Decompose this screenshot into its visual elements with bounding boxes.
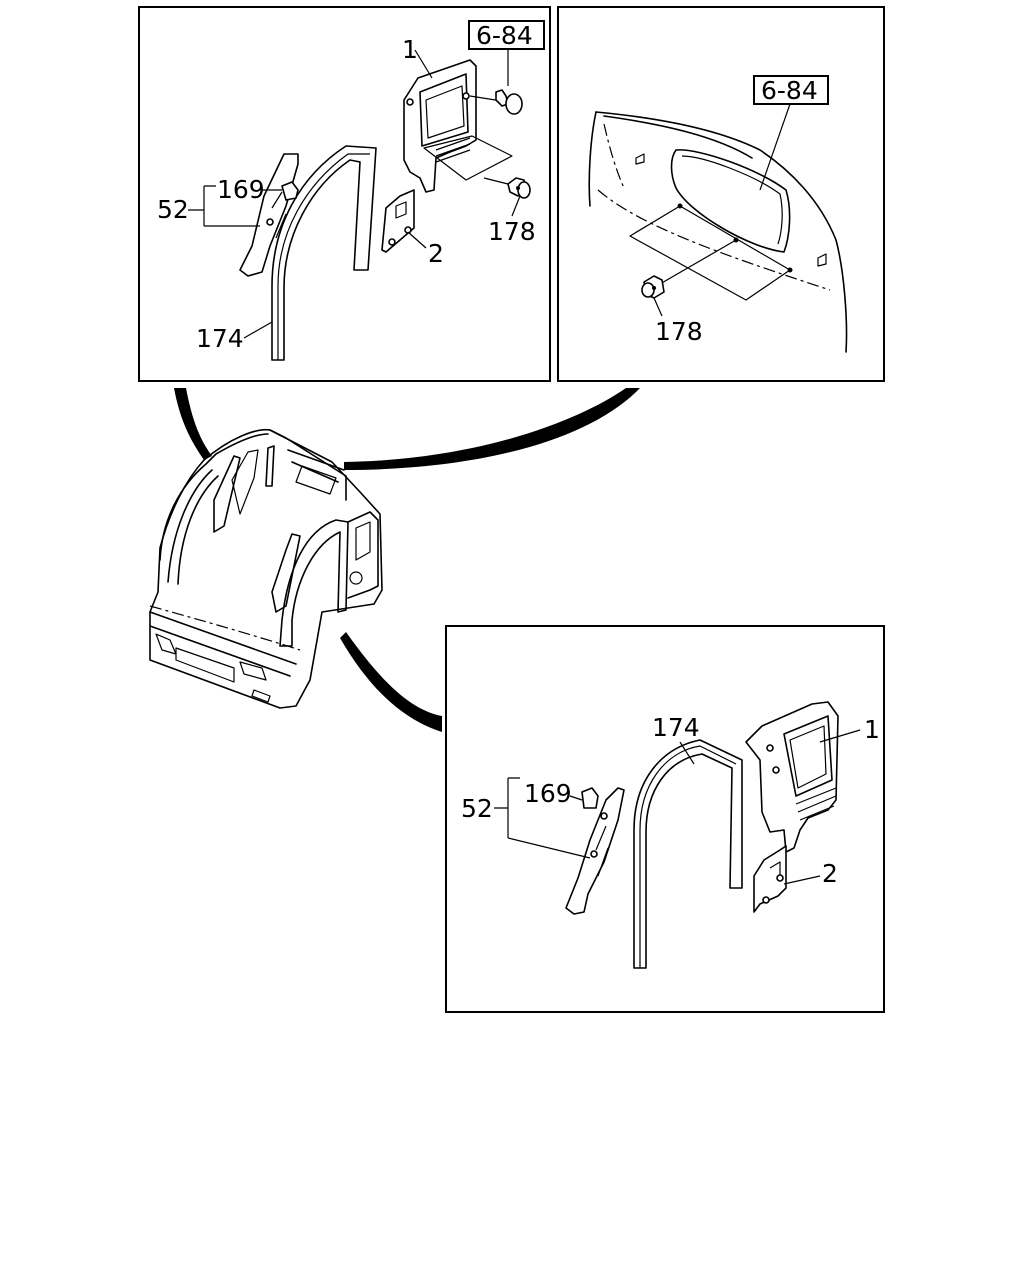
panel-bottom-right-frame bbox=[445, 625, 885, 1013]
part-52-pillar-trim-bottom bbox=[565, 787, 625, 915]
bracket-52-top-left bbox=[188, 185, 260, 227]
rear-panel bbox=[588, 111, 848, 353]
panel-top-left-frame bbox=[138, 6, 551, 382]
leader-bolt-hole bbox=[659, 239, 737, 285]
leader-178-top-left bbox=[511, 195, 521, 217]
clip-169-icon bbox=[281, 181, 299, 201]
part-1-bracket-bottom bbox=[745, 701, 839, 853]
leader-2-top-left bbox=[407, 231, 427, 249]
label-178-top-right: 178 bbox=[655, 317, 703, 346]
part-1-bracket bbox=[403, 59, 477, 193]
label-1-bottom: 1 bbox=[864, 715, 880, 744]
connector-bottom bbox=[340, 632, 442, 732]
mount-plane-top-left bbox=[423, 135, 513, 181]
panel-top-right: 6-84 178 bbox=[557, 6, 885, 382]
ref-box-top-left bbox=[468, 20, 545, 50]
panel-top-right-frame bbox=[557, 6, 885, 382]
leader-2-bottom bbox=[783, 875, 821, 885]
leader-1-top-left bbox=[414, 49, 433, 79]
leader-178-top-right bbox=[653, 297, 663, 317]
truck-cab-illustration bbox=[149, 428, 383, 709]
leader-1-bottom bbox=[819, 729, 861, 743]
part-2-plate-bottom bbox=[753, 845, 787, 913]
bracket-52-bottom bbox=[494, 777, 591, 859]
bolt-178-icon bbox=[507, 177, 531, 199]
part-174-weatherstrip bbox=[271, 145, 377, 361]
label-2-top-left: 2 bbox=[428, 239, 444, 268]
connector-top-left bbox=[174, 388, 212, 460]
label-52-bottom: 52 bbox=[461, 794, 493, 823]
ref-box-top-right bbox=[753, 75, 829, 105]
ref-label-top-right: 6-84 bbox=[761, 76, 818, 105]
leader-bolt-plane bbox=[483, 177, 509, 185]
bolt-top-icon bbox=[495, 89, 523, 115]
ref-label-top-left: 6-84 bbox=[476, 21, 533, 50]
label-52-top-left: 52 bbox=[157, 195, 189, 224]
label-174-top-left: 174 bbox=[196, 324, 244, 353]
label-174-bottom: 174 bbox=[652, 713, 700, 742]
label-178-top-left: 178 bbox=[488, 217, 536, 246]
part-52-pillar-trim bbox=[239, 153, 299, 277]
clip-169-icon-bottom bbox=[581, 787, 599, 809]
hole-3 bbox=[787, 267, 793, 273]
panel-bottom-right: 174 1 2 bbox=[445, 625, 885, 1013]
label-169-bottom: 169 bbox=[524, 779, 572, 808]
leader-174-top-left bbox=[243, 321, 273, 339]
hole-1 bbox=[677, 203, 683, 209]
leader-174-bottom bbox=[679, 741, 695, 765]
label-1-top-left: 1 bbox=[402, 35, 418, 64]
connector-top-right bbox=[344, 388, 640, 470]
bolt-178-icon-top-right bbox=[641, 275, 665, 299]
part-174-weatherstrip-bottom bbox=[633, 739, 743, 969]
panel-top-left: 6-84 1 bbox=[138, 6, 551, 382]
leader-ref-top-right bbox=[759, 103, 791, 191]
part-2-plate bbox=[381, 189, 415, 253]
label-169-top-left: 169 bbox=[217, 175, 265, 204]
label-2-bottom: 2 bbox=[822, 859, 838, 888]
leader-169-bottom bbox=[569, 795, 583, 801]
